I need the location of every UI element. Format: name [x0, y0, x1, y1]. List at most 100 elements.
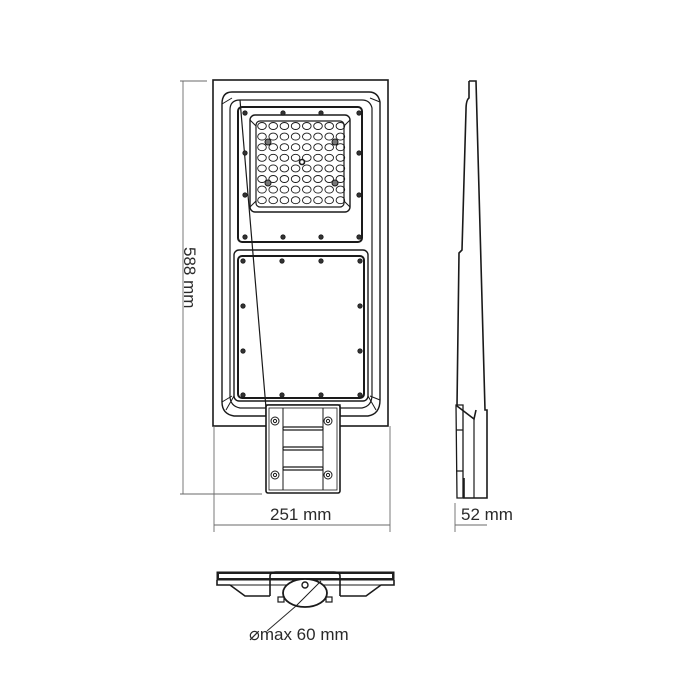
led-lens	[302, 196, 312, 205]
led-lens	[290, 196, 301, 205]
inner-bevel-frame-2	[229, 99, 373, 409]
led-lens	[335, 175, 346, 183]
led-lens	[257, 122, 267, 130]
lower-panel-outer	[233, 249, 369, 402]
bracket-rails	[282, 426, 324, 471]
mounting-bracket-inner	[268, 407, 338, 491]
led-lens	[302, 143, 312, 152]
led-lens	[335, 122, 346, 130]
led-lens-corner	[249, 119, 351, 208]
led-lens	[279, 122, 290, 130]
diameter-text: max 60 mm	[259, 625, 349, 644]
led-lens	[257, 175, 267, 183]
clamp-foot-right	[325, 596, 333, 603]
width-label: 251 mm	[270, 505, 332, 524]
pole-diameter-label: ⌀max 60 mm	[249, 624, 349, 645]
led-lens	[279, 132, 290, 141]
led-lens	[313, 164, 323, 173]
corner-chamfer	[221, 97, 381, 403]
front-view	[212, 79, 389, 494]
pole-set-screw	[301, 581, 309, 589]
bottom-housing-top-inner	[219, 574, 392, 578]
led-lens	[279, 153, 290, 162]
dimension-lines	[180, 80, 487, 532]
led-lens	[313, 143, 323, 152]
bottom-pole-clamp	[269, 571, 341, 596]
led-lens	[279, 143, 290, 152]
lens-screw	[264, 138, 272, 146]
led-lens	[313, 122, 323, 130]
led-lens	[313, 175, 323, 183]
led-lens	[268, 122, 278, 130]
led-lens	[313, 153, 323, 162]
led-lens	[324, 185, 334, 194]
led-grid	[257, 122, 346, 205]
diameter-leader	[266, 605, 297, 632]
led-lens	[257, 143, 267, 152]
led-lens	[324, 175, 334, 183]
lower-panel	[237, 255, 365, 399]
led-lens	[324, 122, 334, 130]
led-lens	[268, 175, 278, 183]
side-bracket	[455, 404, 464, 499]
led-lens	[313, 196, 323, 205]
center-sensor	[298, 158, 306, 166]
led-lens	[324, 132, 334, 141]
pole-opening	[282, 578, 328, 608]
bottom-view	[216, 571, 395, 632]
led-lens	[302, 132, 312, 141]
led-lens	[313, 185, 323, 194]
led-lens	[335, 164, 346, 173]
led-lens	[290, 164, 301, 173]
led-lens	[268, 164, 278, 173]
side-profile-front	[456, 81, 477, 421]
led-lens	[268, 153, 278, 162]
led-lens	[324, 196, 334, 205]
diameter-line	[295, 580, 322, 607]
led-module-plate	[237, 106, 363, 243]
led-lens	[335, 185, 346, 194]
led-lens	[290, 132, 301, 141]
led-lens	[302, 122, 312, 130]
height-label: 588 mm	[180, 247, 199, 309]
lens-screw	[331, 179, 339, 187]
led-lens	[302, 164, 312, 173]
led-lens	[290, 143, 301, 152]
led-lens	[324, 153, 334, 162]
module-screws	[242, 110, 362, 240]
led-lens	[257, 185, 267, 194]
led-lens	[268, 143, 278, 152]
panel-corner-chamfer	[225, 395, 377, 411]
led-lens	[257, 132, 267, 141]
lens-screw	[331, 138, 339, 146]
side-view	[455, 80, 488, 499]
led-lens	[290, 153, 301, 162]
led-lens-inner	[255, 120, 345, 208]
led-lens	[302, 175, 312, 183]
led-lens	[290, 175, 301, 183]
led-lens	[302, 153, 312, 162]
led-lens	[290, 185, 301, 194]
led-lens	[257, 164, 267, 173]
led-lens	[279, 185, 290, 194]
led-lens	[257, 153, 267, 162]
bracket-screws	[270, 416, 333, 480]
led-lens	[335, 196, 346, 205]
led-lens	[279, 196, 290, 205]
led-lens	[302, 185, 312, 194]
mounting-bracket	[265, 404, 341, 494]
led-lens-outer	[249, 114, 351, 213]
led-lens	[335, 153, 346, 162]
led-lens	[290, 122, 301, 130]
lower-panel-screws	[240, 258, 363, 398]
clamp-foot-left	[277, 596, 285, 603]
led-lens	[268, 196, 278, 205]
lens-screw	[264, 179, 272, 187]
led-lens	[335, 143, 346, 152]
led-lens	[313, 132, 323, 141]
led-lens	[268, 132, 278, 141]
led-lens	[279, 175, 290, 183]
led-lens	[324, 143, 334, 152]
led-lens	[257, 196, 267, 205]
